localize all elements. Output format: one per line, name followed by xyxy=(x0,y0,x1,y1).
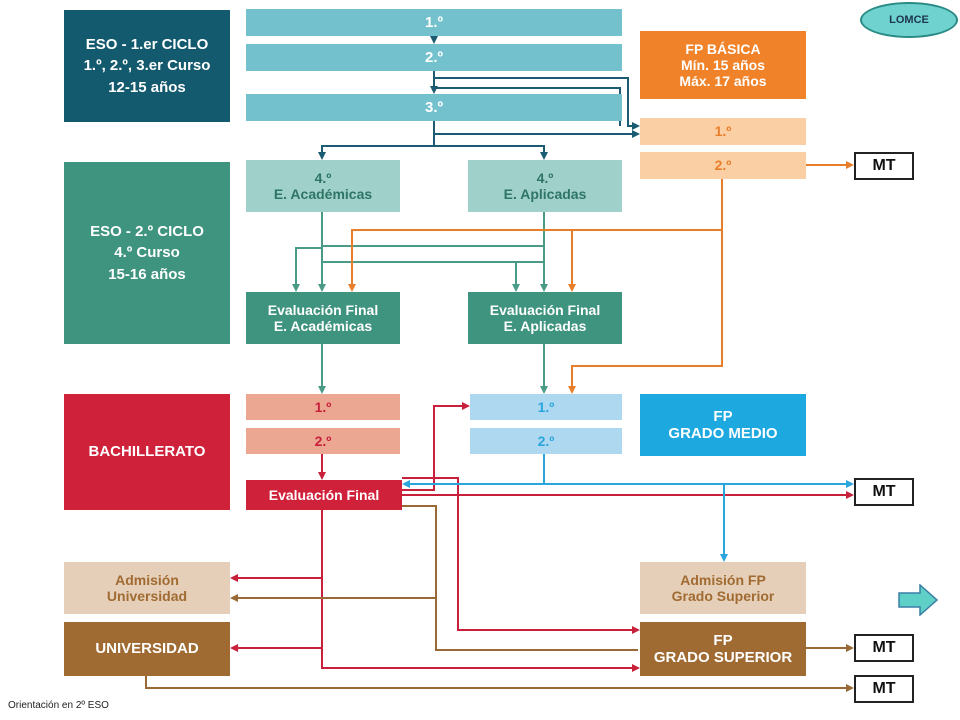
footer-note: Orientación en 2º ESO xyxy=(8,700,109,711)
bachillerato-eval-label: Evaluación Final xyxy=(268,486,380,503)
next-arrow-icon[interactable] xyxy=(898,584,938,616)
fp-basica-course-1[interactable]: 1.º xyxy=(640,118,806,145)
eso2-title: ESO - 2.º CICLO xyxy=(90,223,204,241)
admision-universidad-line1: Admisión xyxy=(115,571,179,588)
fp-basica-min: Mín. 15 años xyxy=(680,56,766,73)
fp-medio-course-2[interactable]: 2.º xyxy=(470,428,622,454)
eval-final-aplicadas-box[interactable]: Evaluación Final E. Aplicadas xyxy=(468,292,622,344)
eso1-course-2-label: 2.º xyxy=(425,48,443,66)
eso2-academicas-label: E. Académicas xyxy=(273,186,373,202)
fp-medio-connectors xyxy=(402,454,854,562)
eval-academicas-title: Evaluación Final xyxy=(267,301,379,318)
bachillerato-course-1[interactable]: 1.º xyxy=(246,394,400,420)
eso2-connectors xyxy=(292,212,548,394)
fp-basica-max: Máx. 17 años xyxy=(679,73,767,90)
fp-medio-title-2: GRADO MEDIO xyxy=(668,425,778,442)
admision-universidad-line2: Universidad xyxy=(106,588,188,604)
eval-aplicadas-title: Evaluación Final xyxy=(489,301,601,318)
mt-box-universidad[interactable]: MT xyxy=(854,675,914,703)
eso1-cycle-box: ESO - 1.er CICLO 1.º, 2.º, 3.er Curso 12… xyxy=(64,10,230,122)
bachillerato-box: BACHILLERATO xyxy=(64,394,230,510)
eso2-aplicadas-label: E. Aplicadas xyxy=(503,186,587,202)
eval-final-academicas-box[interactable]: Evaluación Final E. Académicas xyxy=(246,292,400,344)
fp-medio-course-1[interactable]: 1.º xyxy=(470,394,622,420)
mt-box-bachillerato[interactable]: MT xyxy=(854,478,914,506)
bachillerato-connectors xyxy=(230,402,854,672)
admision-fp-superior-line2: Grado Superior xyxy=(671,588,775,604)
eval-aplicadas-label: E. Aplicadas xyxy=(503,318,587,334)
bachillerato-course-1-label: 1.º xyxy=(314,398,332,415)
fp-grado-superior-box: FP GRADO SUPERIOR xyxy=(640,622,806,676)
mt-label: MT xyxy=(872,157,896,174)
admision-fp-superior-line1: Admisión FP xyxy=(680,571,766,588)
eso1-title: ESO - 1.er CICLO xyxy=(85,36,209,54)
mt-label: MT xyxy=(872,483,896,500)
mt-label: MT xyxy=(872,680,896,697)
universidad-title: UNIVERSIDAD xyxy=(95,640,199,658)
eso2-academicas-box[interactable]: 4.º E. Académicas xyxy=(246,160,400,212)
eso2-subtitle: 4.º Curso xyxy=(114,244,180,262)
eso1-course-1[interactable]: 1.º xyxy=(246,9,622,36)
fp-basica-course-2-label: 2.º xyxy=(714,157,732,174)
fp-medio-course-2-label: 2.º xyxy=(537,432,555,449)
mt-box-fp-superior[interactable]: MT xyxy=(854,634,914,662)
eso1-course-1-label: 1.º xyxy=(425,13,443,31)
eso1-course-3-label: 3.º xyxy=(425,98,443,116)
eso2-aplicadas-box[interactable]: 4.º E. Aplicadas xyxy=(468,160,622,212)
eso2-aplicadas-num: 4.º xyxy=(536,169,554,186)
bachillerato-eval-final[interactable]: Evaluación Final xyxy=(246,480,402,510)
eso1-subtitle: 1.º, 2.º, 3.er Curso xyxy=(83,57,211,75)
fp-basica-box: FP BÁSICA Mín. 15 años Máx. 17 años xyxy=(640,31,806,99)
superior-connectors xyxy=(145,505,854,692)
bachillerato-course-2-label: 2.º xyxy=(314,432,332,449)
fp-basica-course-2[interactable]: 2.º xyxy=(640,152,806,179)
lomce-badge[interactable]: LOMCE xyxy=(860,2,958,38)
fp-grado-medio-box: FP GRADO MEDIO xyxy=(640,394,806,456)
fp-medio-title-1: FP xyxy=(713,407,733,425)
eso2-ages: 15-16 años xyxy=(108,265,186,283)
lomce-label: LOMCE xyxy=(889,14,929,26)
fp-basica-title: FP BÁSICA xyxy=(685,40,761,57)
admision-universidad-box[interactable]: Admisión Universidad xyxy=(64,562,230,614)
eso2-academicas-num: 4.º xyxy=(314,169,332,186)
mt-box-fp-basica[interactable]: MT xyxy=(854,152,914,180)
fp-basica-connectors xyxy=(348,161,854,394)
eso1-ages: 12-15 años xyxy=(108,78,186,96)
fp-superior-title-2: GRADO SUPERIOR xyxy=(653,649,793,666)
mt-label: MT xyxy=(872,639,896,656)
bachillerato-title: BACHILLERATO xyxy=(88,443,206,461)
fp-basica-course-1-label: 1.º xyxy=(714,123,732,140)
eso2-cycle-box: ESO - 2.º CICLO 4.º Curso 15-16 años xyxy=(64,162,230,344)
admision-fp-superior-box[interactable]: Admisión FP Grado Superior xyxy=(640,562,806,614)
eso1-course-2[interactable]: 2.º xyxy=(246,44,622,71)
fp-medio-course-1-label: 1.º xyxy=(537,398,555,415)
universidad-box: UNIVERSIDAD xyxy=(64,622,230,676)
eval-academicas-label: E. Académicas xyxy=(273,318,373,334)
fp-superior-title-1: FP xyxy=(713,631,733,649)
eso1-course-3[interactable]: 3.º xyxy=(246,94,622,121)
bachillerato-course-2[interactable]: 2.º xyxy=(246,428,400,454)
